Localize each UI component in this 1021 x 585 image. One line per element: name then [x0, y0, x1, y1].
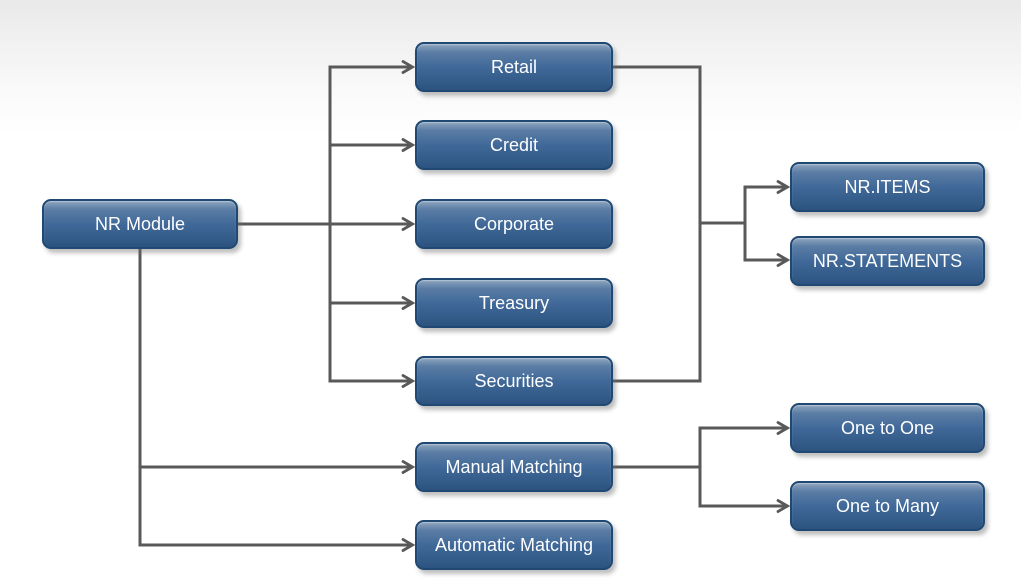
node-securities: Securities [415, 356, 613, 406]
node-automatic-matching: Automatic Matching [415, 520, 613, 570]
node-treasury: Treasury [415, 278, 613, 328]
connector-branches-trunk [613, 65, 702, 383]
connector-to-nr-statements [743, 223, 791, 267]
node-manual-matching: Manual Matching [415, 442, 613, 492]
node-credit: Credit [415, 120, 613, 170]
node-one-to-many: One to Many [790, 481, 985, 531]
node-nr-module: NR Module [42, 199, 238, 249]
node-nr-statements: NR.STATEMENTS [790, 236, 985, 286]
connector-root-to-automatic-matching [138, 467, 416, 552]
connector-root-to-retail [328, 60, 416, 224]
connector-root-to-treasury [328, 224, 416, 310]
connector-to-one-to-one [698, 421, 791, 467]
connector-root-to-credit [328, 138, 416, 224]
node-retail: Retail [415, 42, 613, 92]
connector-root-to-securities [328, 224, 416, 388]
node-corporate: Corporate [415, 199, 613, 249]
connector-to-one-to-many [698, 467, 791, 513]
connector-to-nr-items [743, 180, 791, 223]
connector-root-to-manual-matching [138, 249, 416, 474]
node-one-to-one: One to One [790, 403, 985, 453]
node-nr-items: NR.ITEMS [790, 162, 985, 212]
